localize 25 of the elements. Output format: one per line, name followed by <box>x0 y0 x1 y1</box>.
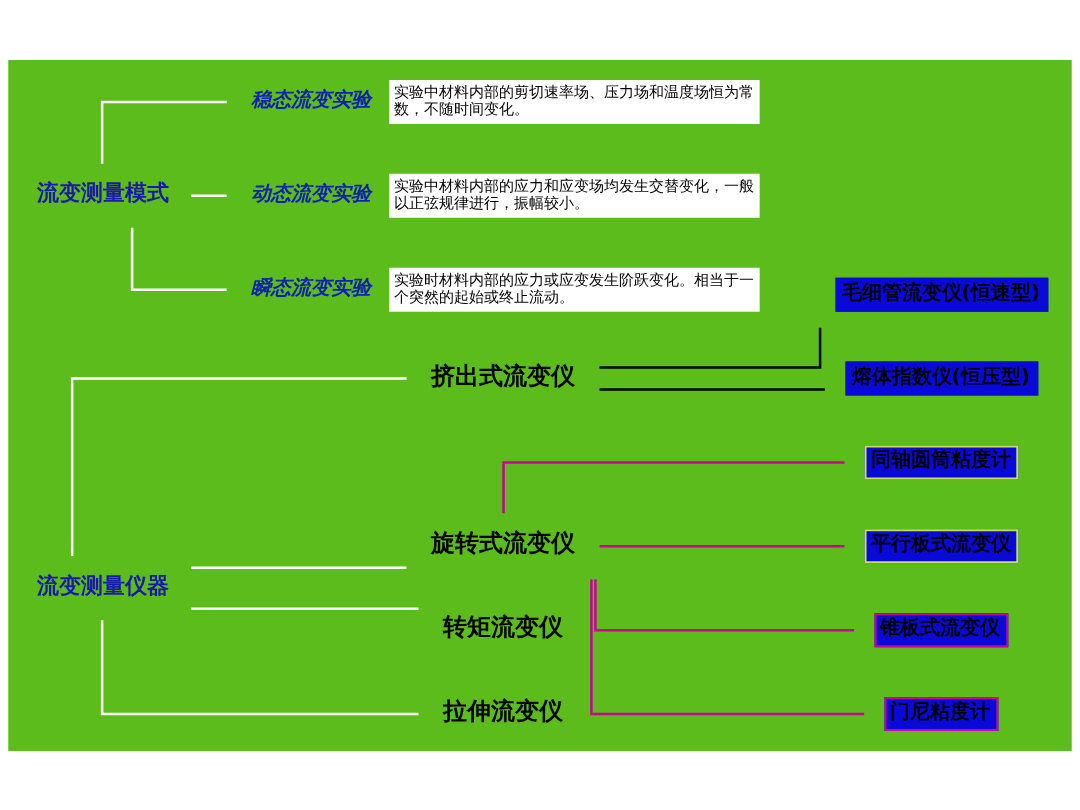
node-label: 瞬态流变实验 <box>251 274 372 299</box>
connector <box>599 327 822 369</box>
node-label: 动态流变实验 <box>251 180 372 205</box>
connector <box>130 227 227 291</box>
connector <box>594 578 855 631</box>
node-label: 稳态流变实验 <box>251 86 372 111</box>
node-box: 实验时材料内部的应力或应变发生阶跃变化。相当于一个突然的起始或终止流动。 <box>389 267 760 312</box>
connector <box>191 194 227 197</box>
node-text: 转矩流变仪 <box>443 612 564 641</box>
connector <box>599 544 845 548</box>
node-text: 流变测量模式 <box>36 179 169 205</box>
connector <box>599 387 825 391</box>
connector <box>70 376 407 556</box>
connector <box>590 578 865 715</box>
node-box: 实验中材料内部的应力和应变场均发生交替变化，一般以正弦规律进行，振幅较小。 <box>389 173 760 218</box>
node-box: 实验中材料内部的剪切速率场、压力场和温度场恒为常数，不随时间变化。 <box>389 79 760 124</box>
connector <box>191 606 419 610</box>
connector <box>502 460 845 513</box>
node-text: 挤出式流变仪 <box>431 361 576 390</box>
node-text: 流变测量仪器 <box>36 572 169 598</box>
connector <box>191 566 407 569</box>
node-text: 拉伸流变仪 <box>443 696 564 725</box>
connector <box>100 619 419 715</box>
node-text: 旋转式流变仪 <box>431 528 576 557</box>
connector <box>100 100 227 164</box>
